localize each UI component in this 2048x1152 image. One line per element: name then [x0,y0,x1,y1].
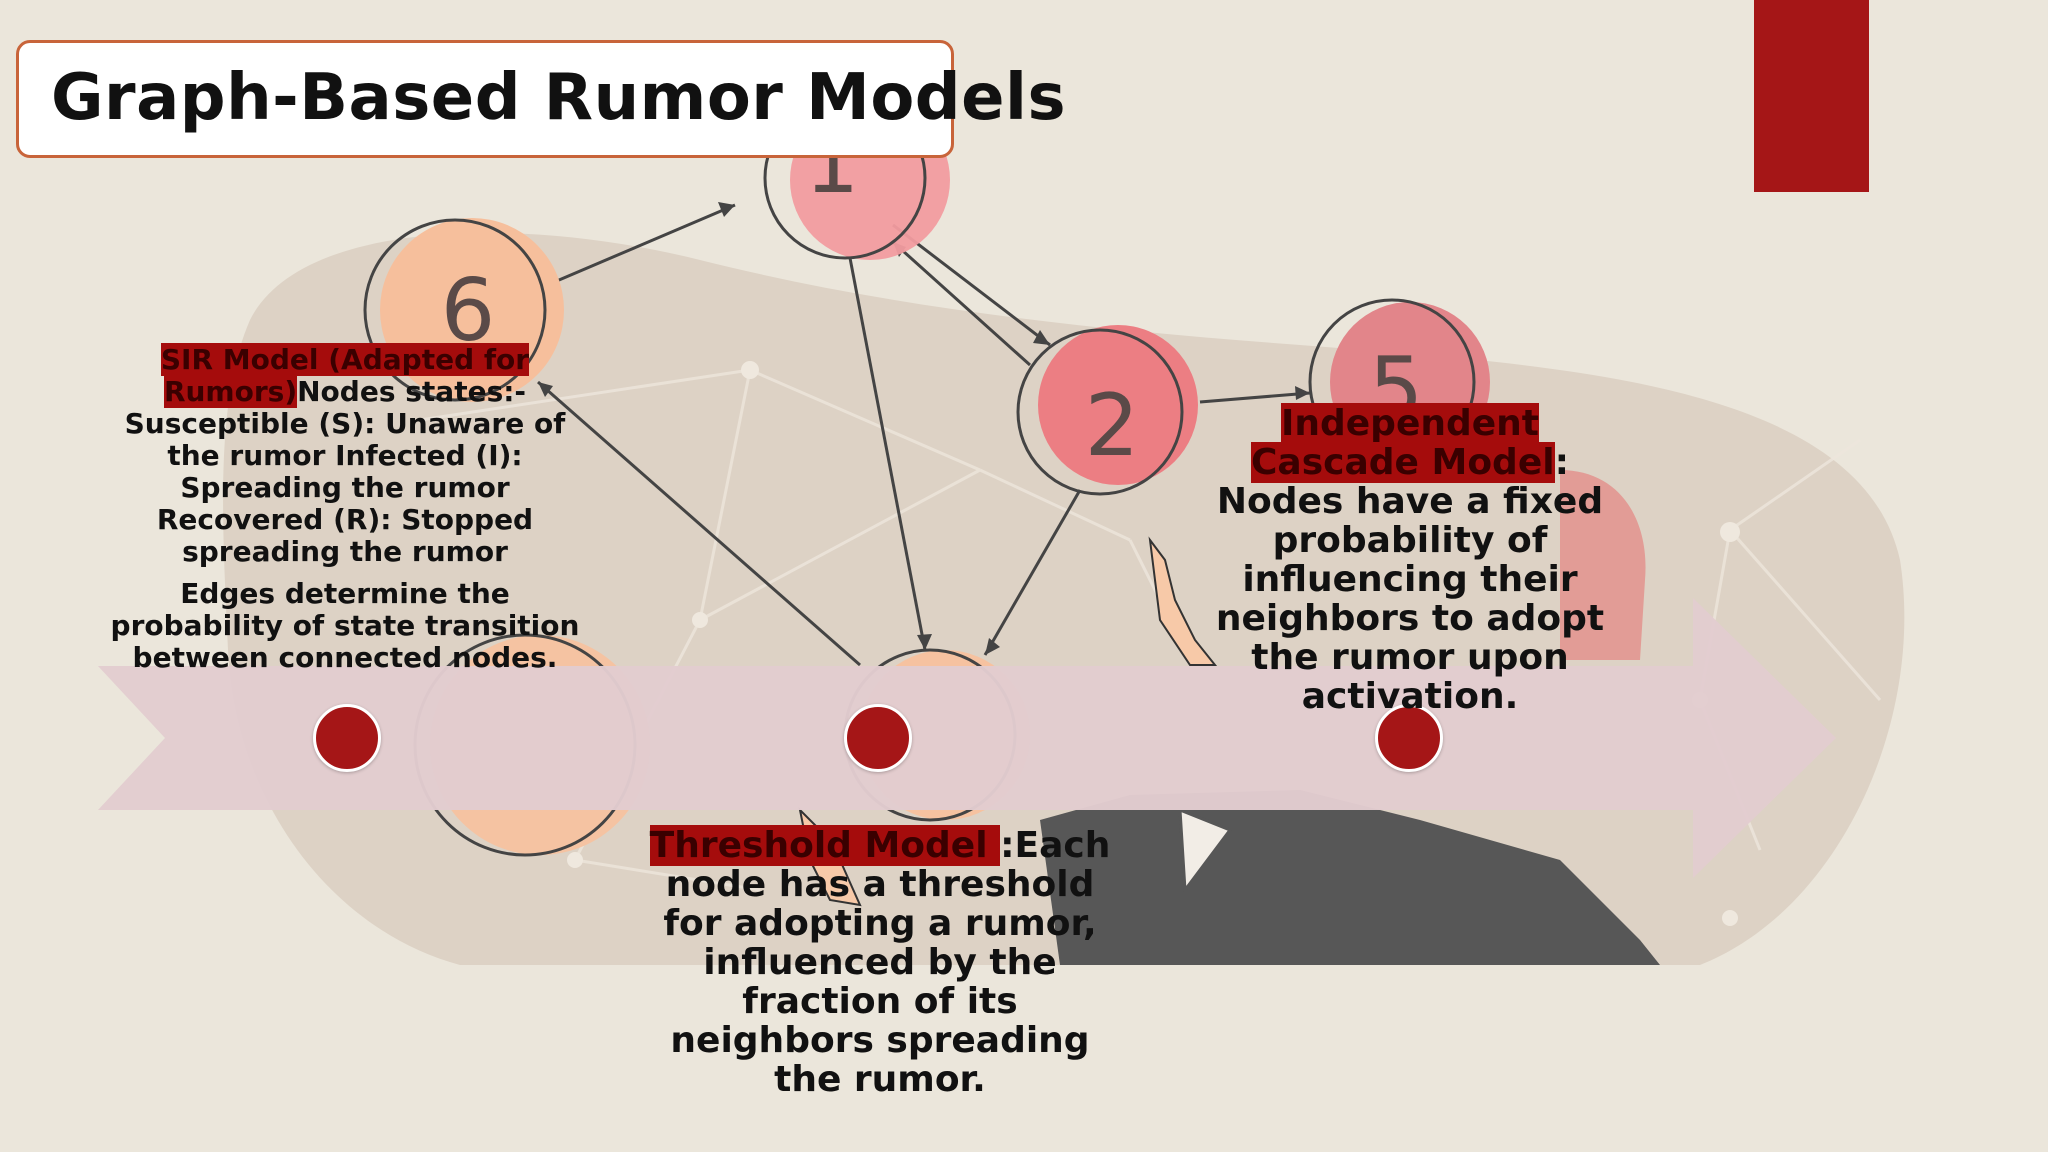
threshold-model-name: Threshold Model [649,825,1001,866]
independent-cascade-text: Independent Cascade Model: Nodes have a … [1200,403,1620,717]
threshold-model-text: Threshold Model :Each node has a thresho… [640,825,1120,1100]
sir-model-states: Nodes states:- Susceptible (S): Unaware … [124,375,566,568]
title-box: Graph-Based Rumor Models [16,40,1066,158]
sir-model-text: SIR Model (Adapted for Rumors)Nodes stat… [110,343,580,674]
timeline-marker-1 [313,704,381,772]
independent-cascade-name: Independent Cascade Model [1251,403,1555,483]
node-label-2: 2 [1085,376,1140,476]
sir-model-edges: Edges determine the probability of state… [110,577,580,674]
graph-node-2 [1016,325,1198,496]
slide-title: Graph-Based Rumor Models [51,61,1067,135]
independent-cascade-desc: : Nodes have a fixed probability of infl… [1215,442,1605,717]
accent-bar [1754,0,1869,192]
timeline-marker-2 [844,704,912,772]
threshold-model-desc: :Each node has a threshold for adopting … [663,825,1111,1100]
timeline-marker-3 [1375,704,1443,772]
